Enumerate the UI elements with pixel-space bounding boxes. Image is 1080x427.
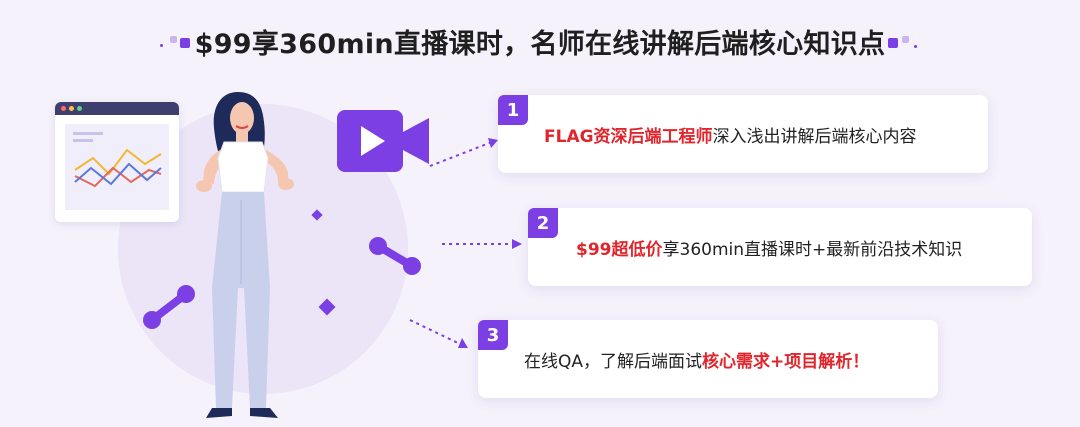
card-number-badge: 1: [498, 95, 528, 125]
card-body-text: 深入浅出讲解后端核心内容: [712, 126, 917, 147]
decorative-link-shape-left: [143, 285, 195, 329]
card-highlight-text: $99超低价: [576, 239, 663, 260]
card-highlight-text: FLAG资深后端工程师: [544, 126, 713, 147]
card-body-text: 享360min直播课时+最新前沿技术知识: [662, 239, 963, 260]
card-text: 在线QA，了解后端面试核心需求+项目解析！: [524, 320, 869, 398]
decorative-diamond-small: [311, 209, 323, 221]
card-number-badge: 3: [478, 320, 508, 350]
card-body-text: 在线QA，了解后端面试: [524, 351, 703, 372]
card-text: FLAG资深后端工程师深入浅出讲解后端核心内容: [544, 95, 917, 173]
card-exclamation: ！: [852, 351, 870, 372]
decorative-diamond: [318, 298, 336, 316]
feature-card-1: 1 FLAG资深后端工程师深入浅出讲解后端核心内容: [498, 95, 988, 173]
feature-card-3: 3 在线QA，了解后端面试核心需求+项目解析！: [478, 320, 938, 398]
card-text: $99超低价享360min直播课时+最新前沿技术知识: [576, 208, 962, 286]
woman-presenter-illustration: [196, 92, 294, 418]
arrow-to-card-3: [409, 319, 468, 348]
arrow-to-card-2: [442, 239, 522, 249]
decorative-link-shape-right: [369, 237, 421, 275]
video-play-icon: [337, 110, 429, 172]
arrow-to-card-1: [429, 138, 498, 167]
page-title: $99享360min直播课时，名师在线讲解后端核心知识点: [194, 29, 886, 60]
feature-card-2: 2 $99超低价享360min直播课时+最新前沿技术知识: [528, 208, 1032, 286]
card-number-badge: 2: [528, 208, 558, 238]
card-highlight-text: 核心需求+项目解析: [702, 351, 853, 372]
browser-chart-icon: [55, 102, 179, 222]
